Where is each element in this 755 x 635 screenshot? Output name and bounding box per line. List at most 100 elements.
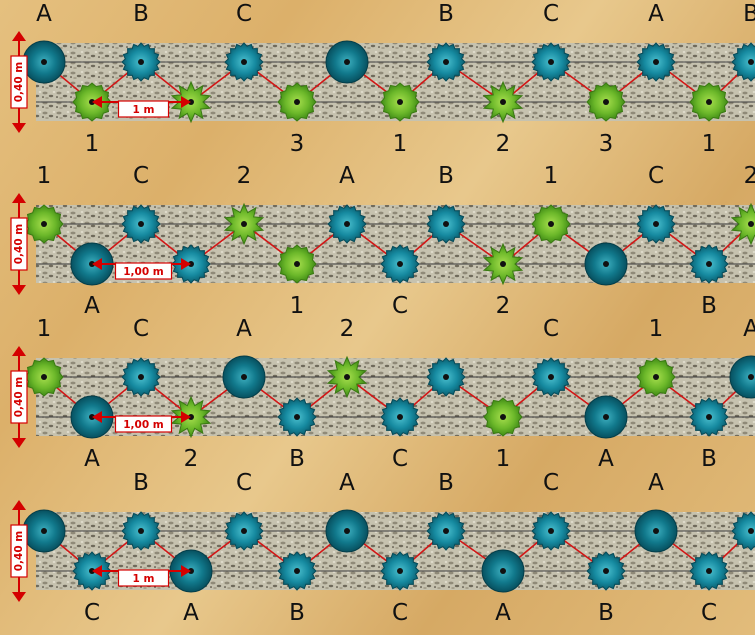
arrow-down-icon <box>12 123 26 133</box>
plant-label-top: B <box>133 470 149 496</box>
plant-center-dot <box>397 568 403 574</box>
plant-label-bottom: B <box>701 293 717 319</box>
plant-center-dot <box>748 221 754 227</box>
plant-center-dot <box>443 221 449 227</box>
plant-center-dot <box>500 99 506 105</box>
plant-top-3 <box>225 43 263 81</box>
plant-label-top: C <box>543 470 559 496</box>
plant-label-top: 2 <box>237 163 252 189</box>
spacing-label: 1 m <box>133 104 155 116</box>
plant-label-top: B <box>743 1 755 27</box>
plant-center-dot <box>138 59 144 65</box>
plant-center-dot <box>443 528 449 534</box>
plant-label-top: A <box>339 163 355 189</box>
plant-center-dot <box>41 528 47 534</box>
plant-label-bottom: B <box>289 600 305 626</box>
plant-center-dot <box>748 59 754 65</box>
plant-label-bottom: B <box>701 446 717 472</box>
row-width-label: 0,40 m <box>13 531 25 572</box>
plant-top-5 <box>427 358 465 396</box>
plant-label-bottom: A <box>84 293 100 319</box>
plant-bottom-6 <box>585 243 627 285</box>
plant-label-top: 1 <box>37 316 52 342</box>
plant-top-6 <box>532 358 570 396</box>
plant-label-bottom: 3 <box>599 131 614 157</box>
plant-center-dot <box>294 414 300 420</box>
plant-label-bottom: 3 <box>290 131 305 157</box>
plant-center-dot <box>344 528 350 534</box>
plant-bottom-3 <box>278 398 316 436</box>
plant-center-dot <box>706 99 712 105</box>
plant-label-top: B <box>133 1 149 27</box>
plant-center-dot <box>138 221 144 227</box>
plant-top-7 <box>635 510 677 552</box>
plant-bottom-4 <box>381 245 419 283</box>
plant-center-dot <box>294 261 300 267</box>
arrow-up-icon <box>12 500 26 510</box>
plant-label-bottom: 1 <box>85 131 100 157</box>
plant-label-top: B <box>438 1 454 27</box>
plant-label-top: B <box>438 470 454 496</box>
plant-label-bottom: 1 <box>393 131 408 157</box>
plant-top-2 <box>122 358 160 396</box>
plant-label-bottom: 1 <box>496 446 511 472</box>
plant-center-dot <box>603 414 609 420</box>
plant-label-top: 2 <box>340 316 355 342</box>
plant-top-7 <box>637 205 675 243</box>
plant-center-dot <box>443 374 449 380</box>
plant-label-top: A <box>743 316 755 342</box>
arrow-down-icon <box>12 285 26 295</box>
plant-label-top: A <box>648 470 664 496</box>
plant-center-dot <box>241 528 247 534</box>
plant-label-bottom: A <box>84 446 100 472</box>
plant-center-dot <box>344 374 350 380</box>
row-width-label: 0,40 m <box>13 62 25 103</box>
plant-center-dot <box>344 59 350 65</box>
plant-center-dot <box>241 374 247 380</box>
plant-label-top: C <box>648 163 664 189</box>
plant-center-dot <box>397 414 403 420</box>
plant-center-dot <box>294 568 300 574</box>
plant-center-dot <box>748 374 754 380</box>
plant-center-dot <box>500 568 506 574</box>
plant-center-dot <box>397 261 403 267</box>
plant-center-dot <box>443 59 449 65</box>
plant-center-dot <box>138 528 144 534</box>
plant-bottom-7 <box>690 398 728 436</box>
plant-center-dot <box>344 221 350 227</box>
plant-center-dot <box>294 99 300 105</box>
plant-bottom-6 <box>587 552 625 590</box>
plant-label-top: A <box>36 1 52 27</box>
plant-center-dot <box>241 221 247 227</box>
plant-center-dot <box>500 261 506 267</box>
plant-top-2 <box>122 43 160 81</box>
plant-center-dot <box>41 59 47 65</box>
plant-label-bottom: A <box>183 600 199 626</box>
plant-center-dot <box>653 528 659 534</box>
plant-top-5 <box>427 512 465 550</box>
plant-top-3 <box>225 512 263 550</box>
plant-center-dot <box>548 59 554 65</box>
plant-center-dot <box>548 528 554 534</box>
plant-label-bottom: B <box>598 600 614 626</box>
plant-label-bottom: C <box>84 600 100 626</box>
plant-center-dot <box>706 261 712 267</box>
plant-label-top: 1 <box>649 316 664 342</box>
plant-label-bottom: 2 <box>184 446 199 472</box>
plant-bottom-4 <box>381 552 419 590</box>
plant-label-bottom: A <box>495 600 511 626</box>
plant-bottom-4 <box>381 398 419 436</box>
plant-center-dot <box>653 59 659 65</box>
plant-top-2 <box>122 205 160 243</box>
plant-top-6 <box>532 512 570 550</box>
plant-top-2 <box>122 512 160 550</box>
plant-label-bottom: 1 <box>702 131 717 157</box>
arrow-down-icon <box>12 592 26 602</box>
planting-scheme-4: BCABCACABCABC0,40 m1 m <box>11 470 755 626</box>
plant-label-bottom: C <box>392 446 408 472</box>
plant-center-dot <box>706 568 712 574</box>
plant-center-dot <box>653 221 659 227</box>
